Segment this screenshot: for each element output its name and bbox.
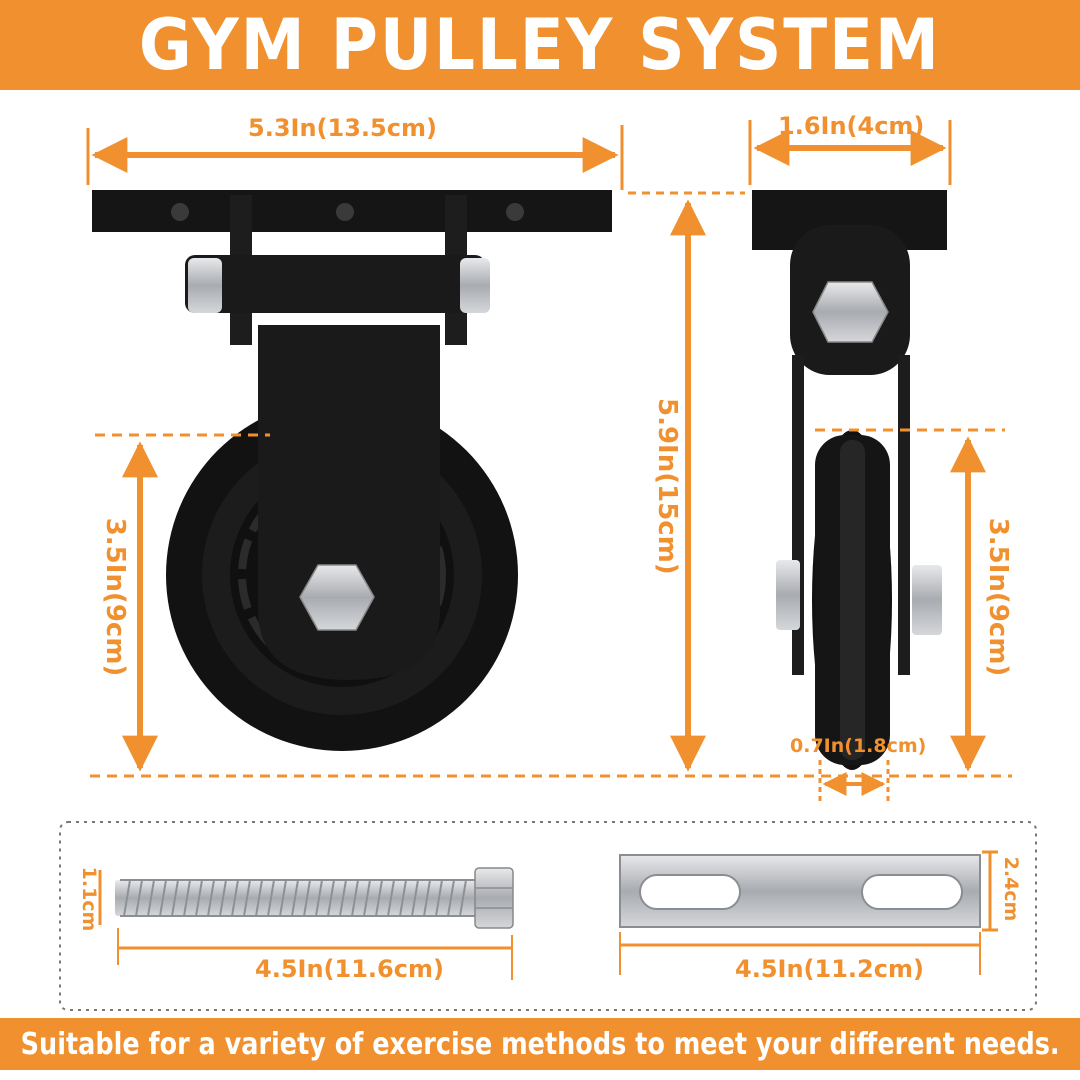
hex-bolt <box>115 867 514 929</box>
plate-length-label: 4.5In(11.2cm) <box>735 955 924 983</box>
footer-banner: Suitable for a variety of exercise metho… <box>0 1018 1080 1070</box>
wheel-thickness-label: 0.7In(1.8cm) <box>790 735 927 757</box>
plate-height-label: 2.4cm <box>1000 856 1022 922</box>
side-width-label: 1.6In(4cm) <box>778 112 925 140</box>
total-height-label: 5.9In(15cm) <box>652 398 682 575</box>
footer-text: Suitable for a variety of exercise metho… <box>20 1026 1060 1062</box>
wheel-height-front-label: 3.5In(9cm) <box>100 517 130 677</box>
front-width-label: 5.3In(13.5cm) <box>248 114 437 142</box>
bolt-height-label: 1.1cm <box>78 866 100 932</box>
bolt-length-label: 4.5In(11.6cm) <box>255 955 444 983</box>
slotted-plate <box>619 854 981 928</box>
pulley-side-view <box>752 190 947 770</box>
wheel-height-side-label: 3.5In(9cm) <box>983 517 1013 677</box>
pulley-front-view <box>92 190 612 751</box>
page-title: GYM PULLEY SYSTEM <box>139 4 941 86</box>
title-banner: GYM PULLEY SYSTEM <box>0 0 1080 90</box>
